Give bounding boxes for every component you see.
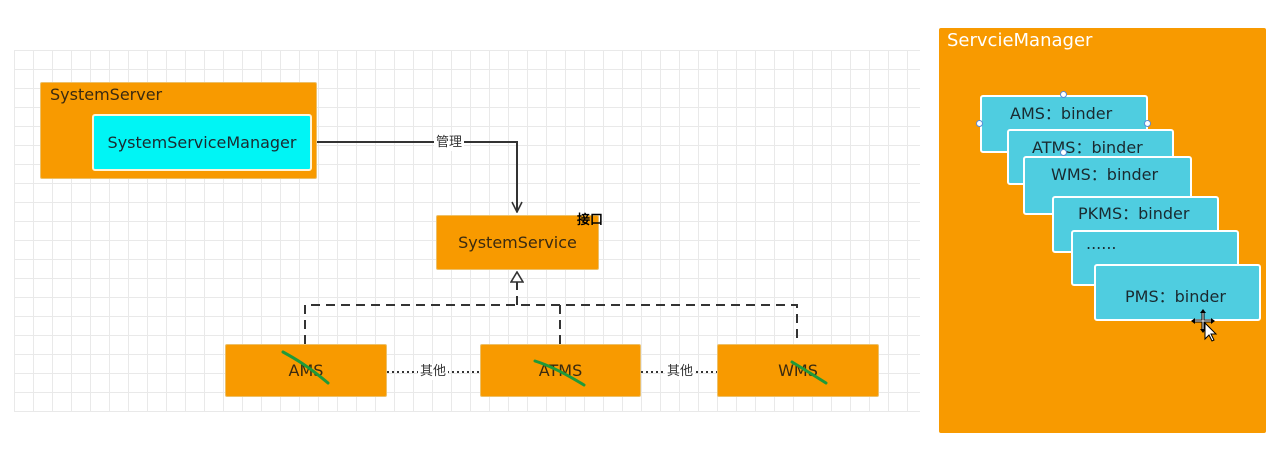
other-edge-label-2: 其他 — [665, 364, 696, 380]
ams-box[interactable]: AMS — [225, 344, 387, 397]
system-service-label: SystemService — [458, 233, 577, 252]
interface-note: 接口 — [577, 213, 604, 228]
binder-card-ams-label: AMS：binder — [1010, 104, 1113, 123]
binder-card-pms-label: PMS：binder — [1125, 287, 1226, 306]
system-server-box[interactable]: SystemServer SystemServiceManager — [40, 82, 317, 179]
ams-label: AMS — [288, 361, 324, 380]
selection-handle-top[interactable] — [1060, 91, 1067, 98]
wms-box[interactable]: WMS — [717, 344, 879, 397]
selection-handle-left[interactable] — [976, 120, 983, 127]
binder-card-more-label: ...... — [1086, 234, 1117, 253]
binder-card-pkms-label: PKMS：binder — [1078, 204, 1190, 223]
strike-atms-mark — [533, 359, 586, 387]
selection-handle-right[interactable] — [1144, 120, 1151, 127]
service-manager-title: ServcieManager — [947, 30, 1093, 51]
binder-card-atms-label: ATMS：binder — [1032, 138, 1143, 157]
system-server-label: SystemServer — [50, 85, 163, 104]
binder-card-wms-label: WMS：binder — [1051, 165, 1159, 184]
strike-wms-mark — [790, 360, 828, 385]
system-service-manager-label: SystemServiceManager — [107, 133, 297, 152]
wms-label: WMS — [778, 361, 818, 380]
other-edge-label-1: 其他 — [418, 364, 449, 380]
manage-association-line — [311, 141, 517, 212]
selection-handle-bottom[interactable] — [1060, 149, 1067, 156]
realization-ams-line — [304, 304, 798, 344]
binder-card-pms[interactable]: PMS：binder — [1094, 264, 1261, 321]
strike-ams-mark — [281, 350, 330, 385]
manage-edge-label: 管理 — [434, 135, 465, 151]
system-service-box[interactable]: SystemService — [436, 215, 599, 270]
system-service-manager-box[interactable]: SystemServiceManager — [92, 114, 312, 171]
